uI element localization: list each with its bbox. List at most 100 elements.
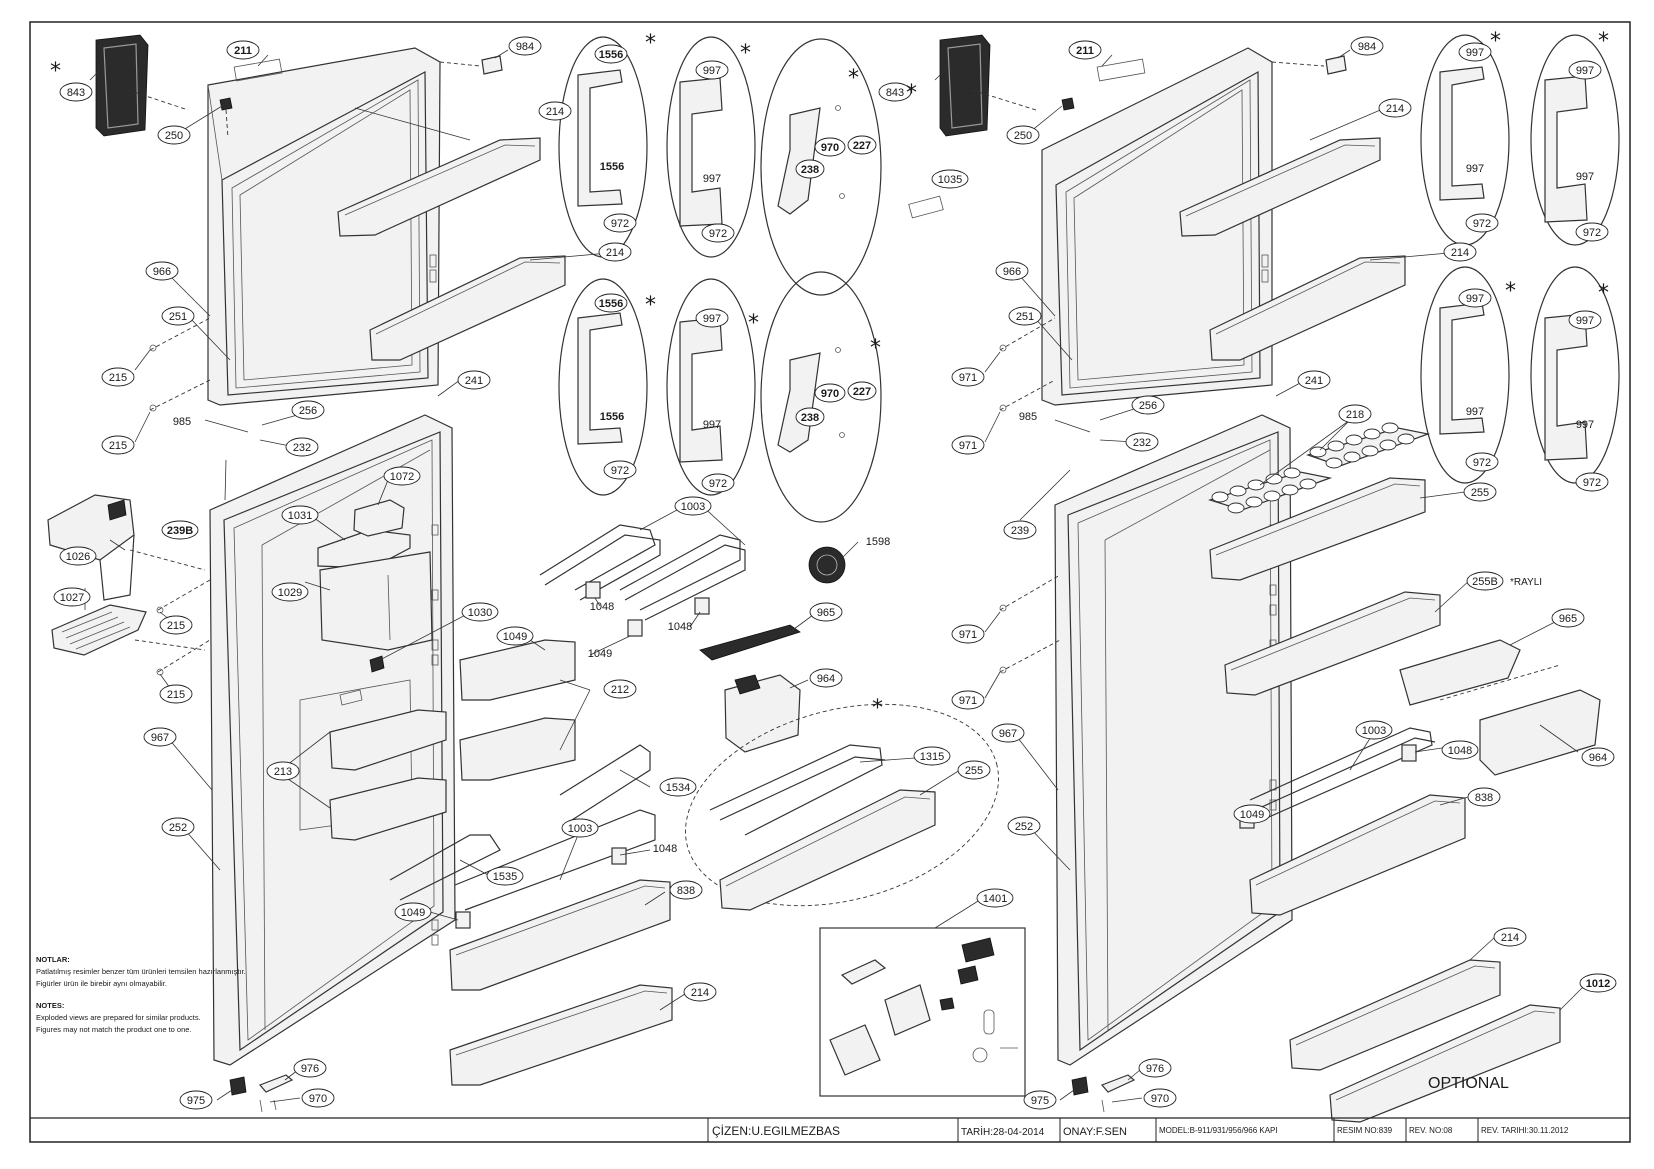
label-970: 970 [301, 1088, 335, 1108]
svg-text:*: * [740, 41, 751, 66]
label-e972-a: 972 [1465, 213, 1499, 233]
label-r211: 211 [1068, 40, 1102, 60]
notes-block: NOTLAR: Patlatılmış resimler benzer tüm … [36, 955, 246, 1034]
label-1049-a: 1049 [496, 626, 534, 646]
svg-text:972: 972 [709, 478, 727, 490]
label-215-a: 215 [101, 367, 135, 387]
svg-text:843: 843 [886, 87, 904, 99]
label-r256: 256 [1131, 395, 1165, 415]
svg-text:227: 227 [853, 140, 871, 152]
label-r214-c: 214 [1493, 927, 1527, 947]
part-labels: 843 211 984 250 214 214 966 251 215 215 … [53, 36, 1617, 1110]
label-213: 213 [266, 761, 300, 781]
svg-text:232: 232 [1133, 437, 1151, 449]
svg-text:1048: 1048 [668, 621, 692, 633]
svg-text:214: 214 [1501, 932, 1519, 944]
label-e997-b: 997 [1466, 163, 1484, 175]
svg-text:215: 215 [109, 440, 127, 452]
label-1048-a: 1048 [590, 601, 614, 613]
label-227-b: 227 [847, 381, 877, 401]
svg-text:1049: 1049 [588, 648, 612, 660]
label-1030: 1030 [461, 602, 499, 622]
label-e997-f: 997 [1466, 406, 1484, 418]
svg-text:214: 214 [1451, 247, 1469, 259]
bottom-hinge-right [1071, 1074, 1136, 1113]
resim-no-field: RESIM NO:839 [1337, 1126, 1393, 1135]
svg-text:976: 976 [301, 1063, 319, 1075]
label-r964: 964 [1581, 747, 1615, 767]
label-1029: 1029 [271, 582, 309, 602]
svg-text:1315: 1315 [920, 751, 944, 763]
label-227-a: 227 [847, 135, 877, 155]
svg-text:997: 997 [1576, 315, 1594, 327]
label-1031: 1031 [281, 505, 319, 525]
svg-text:212: 212 [611, 684, 629, 696]
label-1003-b: 1003 [561, 818, 599, 838]
svg-text:232: 232 [293, 442, 311, 454]
control-module-843-right [939, 34, 1037, 137]
svg-text:966: 966 [153, 266, 171, 278]
optional-rail-shelf [685, 703, 999, 911]
handle-variants-right [1420, 34, 1620, 484]
svg-text:984: 984 [516, 41, 534, 53]
label-e997-h: 997 [1576, 419, 1594, 431]
label-964: 964 [809, 668, 843, 688]
svg-text:241: 241 [465, 375, 483, 387]
model-field: MODEL:B-911/931/956/966 KAPI [1159, 1126, 1278, 1135]
svg-text:214: 214 [1386, 103, 1404, 115]
label-214-b: 214 [598, 242, 632, 262]
svg-text:227: 227 [853, 386, 871, 398]
optional-label: OPTIONAL [1428, 1075, 1509, 1092]
label-r838: 838 [1467, 787, 1501, 807]
label-252: 252 [161, 817, 195, 837]
svg-text:1003: 1003 [1362, 725, 1386, 737]
svg-text:1556: 1556 [599, 298, 623, 310]
label-970-b: 970 [814, 137, 846, 157]
rev-no-field: REV. NO:08 [1409, 1126, 1453, 1135]
label-r1049: 1049 [1233, 804, 1271, 824]
label-215-c: 215 [159, 615, 193, 635]
right-freezer-door [1041, 47, 1273, 406]
left-freezer-shelves [337, 137, 566, 361]
svg-text:NOTES:: NOTES: [36, 1001, 64, 1010]
water-tank-assembly [299, 499, 447, 841]
label-1556-d: 1556 [600, 411, 624, 423]
svg-text:1556: 1556 [600, 411, 624, 423]
label-251: 251 [161, 306, 195, 326]
svg-text:Figürler ürün ile birebir aynı: Figürler ürün ile birebir aynı olmayabil… [36, 979, 167, 988]
rayli-note: *RAYLI [1510, 577, 1542, 588]
svg-text:215: 215 [109, 372, 127, 384]
label-970-c: 970 [814, 383, 846, 403]
svg-text:838: 838 [1475, 792, 1493, 804]
label-plate-211 [233, 58, 283, 82]
label-1556-b: 1556 [600, 161, 624, 173]
svg-text:972: 972 [1473, 218, 1491, 230]
label-r966: 966 [995, 261, 1029, 281]
label-1535: 1535 [486, 866, 524, 886]
label-r251: 251 [1008, 306, 1042, 326]
svg-text:984: 984 [1358, 41, 1376, 53]
svg-text:985: 985 [1019, 411, 1037, 423]
onay-field: ONAY:F.SEN [1063, 1126, 1127, 1138]
label-972-a: 972 [603, 213, 637, 233]
label-e997-g: 997 [1568, 310, 1602, 330]
svg-text:252: 252 [1015, 821, 1033, 833]
svg-text:1029: 1029 [278, 587, 302, 599]
asterisk-markers: * * * * * * * * * * * * * [50, 29, 1609, 721]
svg-text:970: 970 [1151, 1093, 1169, 1105]
svg-text:1401: 1401 [983, 893, 1007, 905]
svg-text:1027: 1027 [60, 592, 84, 604]
svg-text:964: 964 [817, 673, 835, 685]
svg-text:972: 972 [709, 228, 727, 240]
svg-text:*: * [1490, 29, 1501, 54]
svg-text:967: 967 [151, 732, 169, 744]
svg-text:211: 211 [234, 45, 252, 57]
svg-text:1012: 1012 [1586, 978, 1610, 990]
svg-text:250: 250 [165, 130, 183, 142]
svg-text:211: 211 [1076, 45, 1094, 57]
label-241: 241 [457, 370, 491, 390]
control-module-843 [95, 34, 189, 137]
svg-text:985: 985 [173, 416, 191, 428]
svg-text:218: 218 [1346, 409, 1364, 421]
label-e972-d: 972 [1575, 472, 1609, 492]
